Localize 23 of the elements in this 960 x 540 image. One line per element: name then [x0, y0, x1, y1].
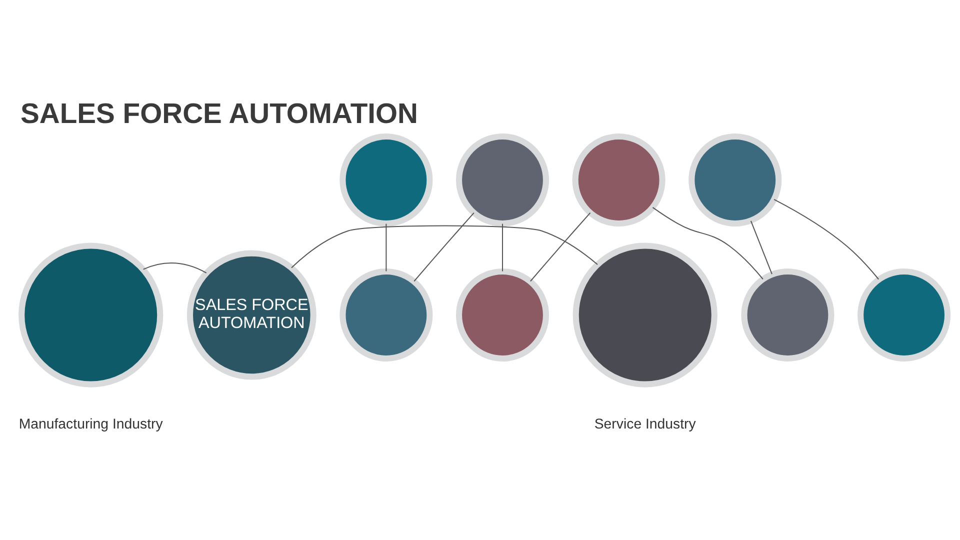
node-circle [456, 268, 550, 362]
node-label: Service Industry [594, 416, 696, 432]
diagram-title: SALES FORCE AUTOMATION [20, 98, 418, 130]
node-circle [340, 133, 433, 226]
connector [652, 207, 764, 280]
connector [291, 225, 598, 268]
connector [143, 262, 207, 274]
node-circle [572, 133, 666, 226]
connector [774, 198, 879, 280]
connector [502, 224, 503, 272]
connector [750, 220, 772, 274]
node-circle [18, 242, 164, 388]
node-circle [741, 268, 834, 362]
node-label: Manufacturing Industry [18, 416, 163, 432]
node-circle [688, 133, 782, 226]
node-circle [858, 268, 951, 362]
connector [530, 212, 591, 282]
connector [414, 212, 474, 282]
connector [386, 224, 387, 272]
node-circle [340, 268, 433, 362]
node-circle: SALES FORCE AUTOMATION [186, 250, 316, 380]
node-circle [456, 133, 550, 226]
node-circle [572, 242, 718, 388]
